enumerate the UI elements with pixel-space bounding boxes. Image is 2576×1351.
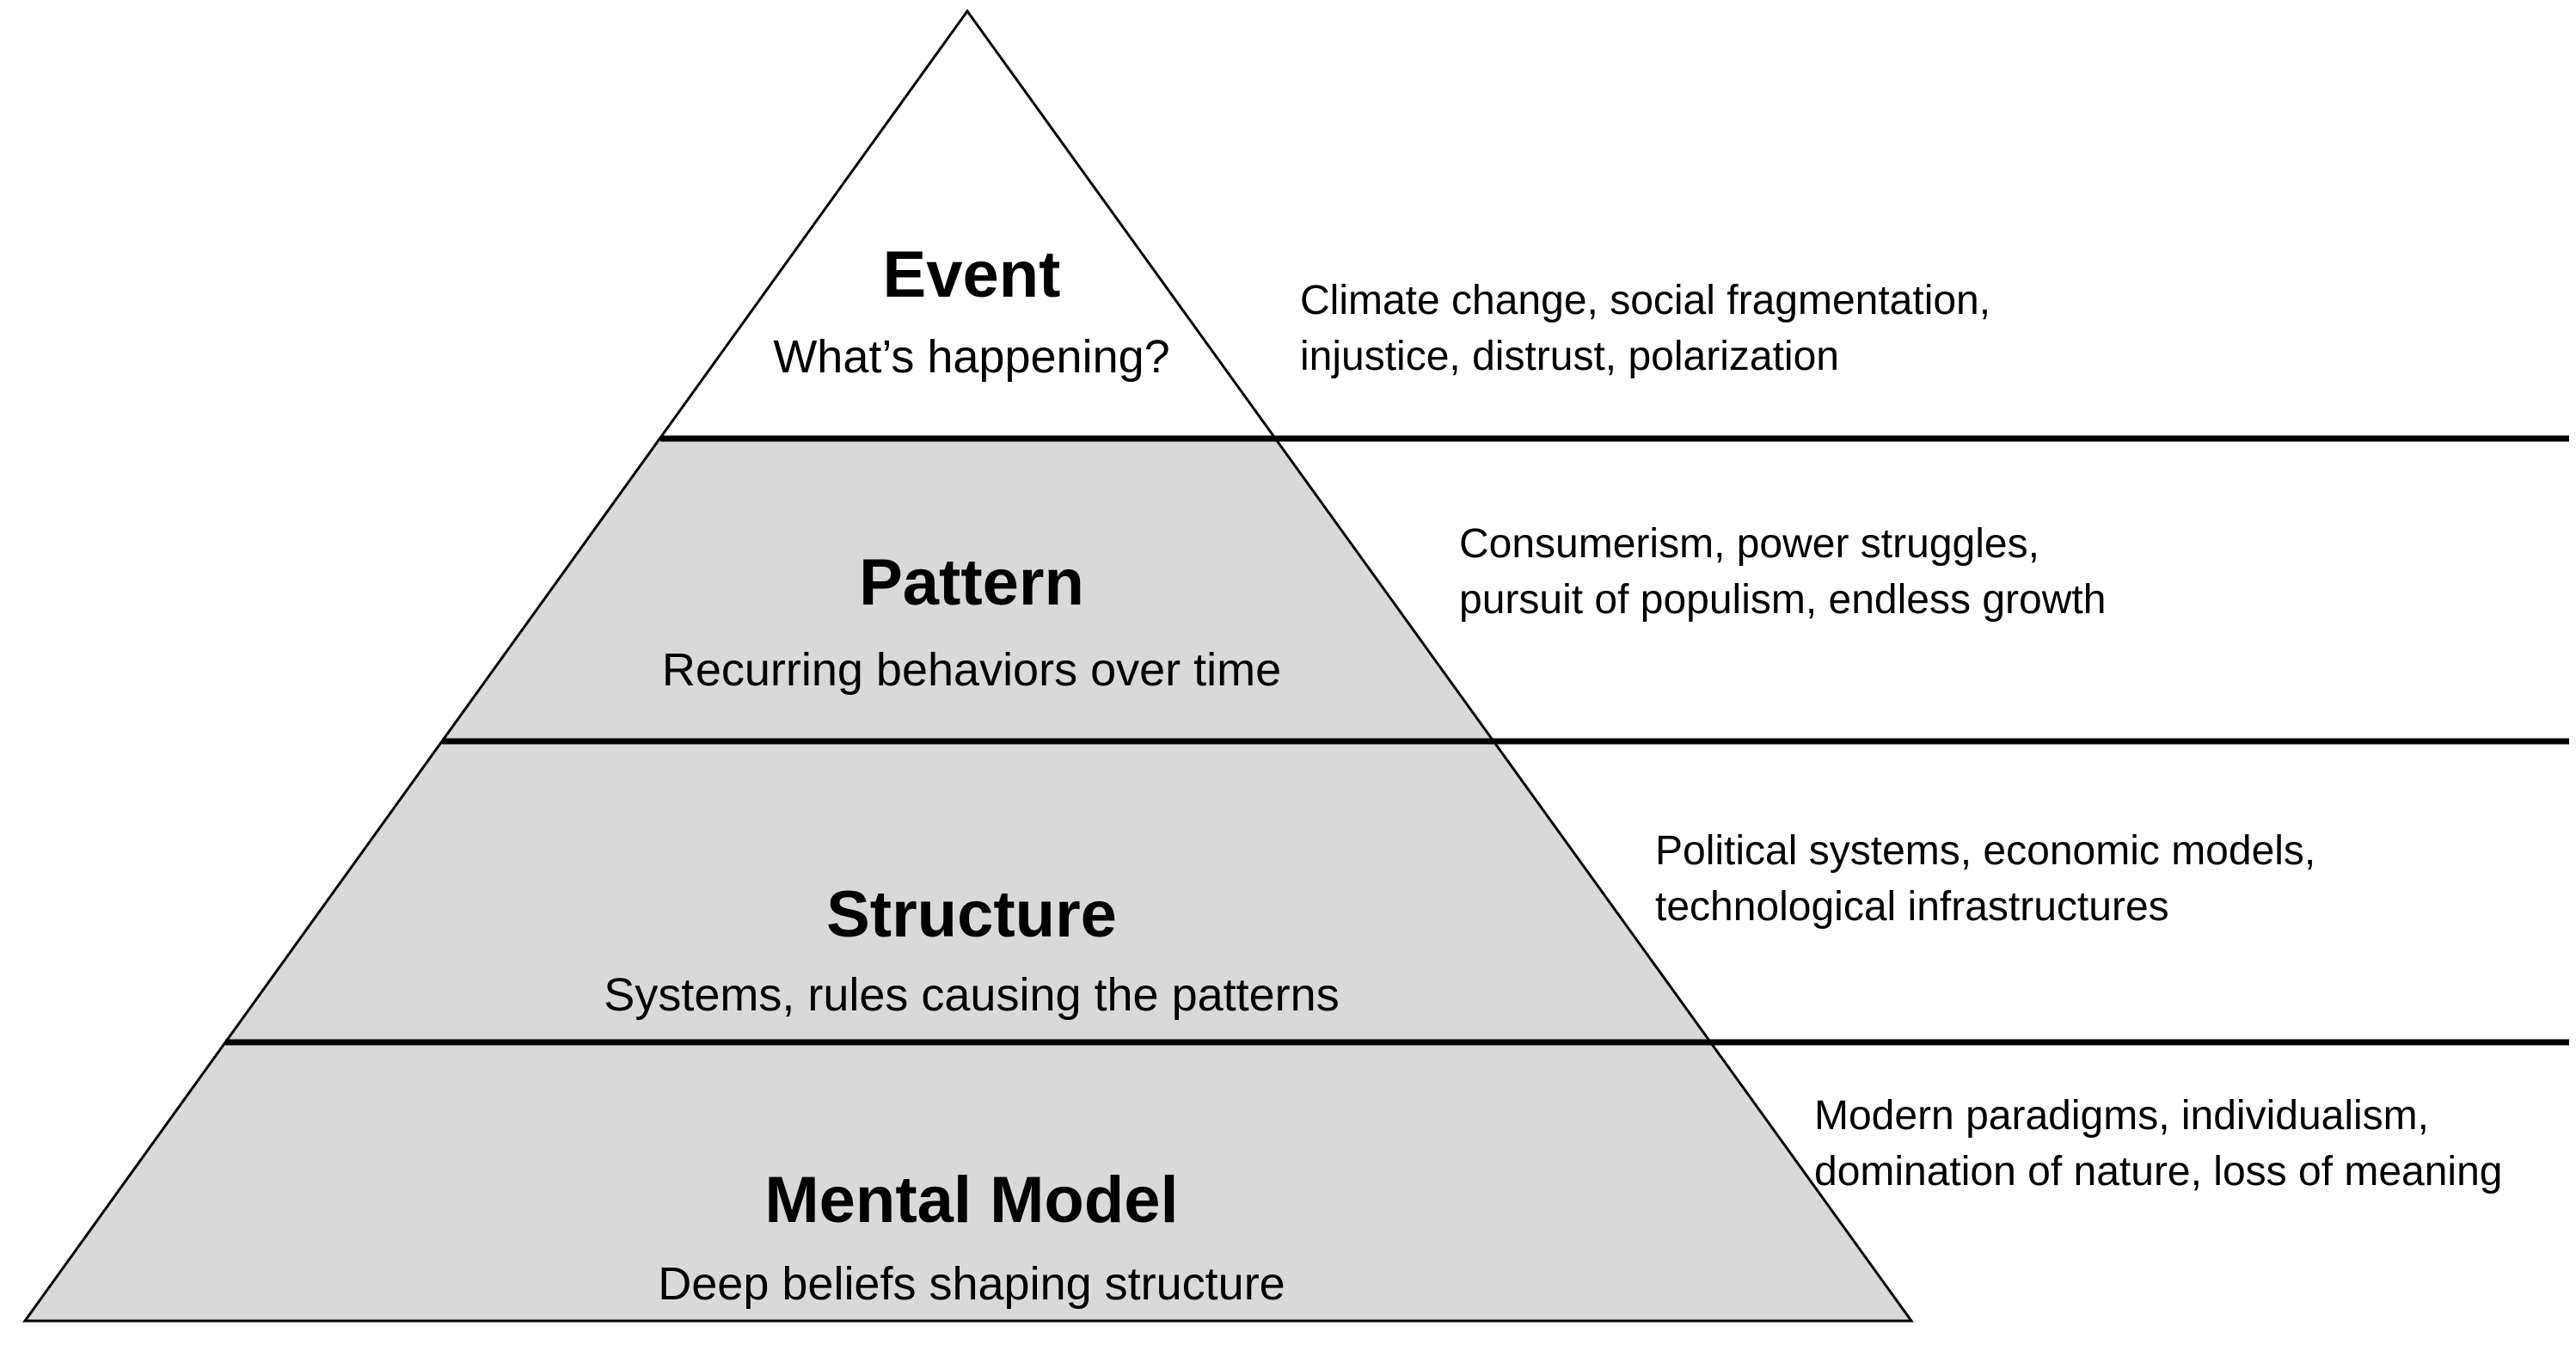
structure-subtitle: Systems, rules causing the patterns: [604, 969, 1339, 1021]
pyramid-outline: [22, 9, 1914, 1323]
structure-title: Structure: [826, 878, 1117, 951]
mental-model-subtitle: Deep beliefs shaping structure: [658, 1258, 1285, 1310]
pattern-subtitle: Recurring behaviors over time: [662, 644, 1281, 696]
pattern-annotation-line2: pursuit of populism, endless growth: [1459, 577, 2106, 623]
mental-model-title: Mental Model: [764, 1164, 1178, 1237]
level-band-pattern: [442, 439, 1493, 741]
event-annotation-line2: injustice, distrust, polarization: [1300, 334, 1839, 379]
level-band-mental-model: [25, 1042, 1911, 1321]
structure-annotation-line1: Political systems, economic models,: [1655, 828, 2315, 874]
mental-model-annotation-line2: domination of nature, loss of meaning: [1814, 1149, 2502, 1194]
pattern-title: Pattern: [859, 546, 1084, 619]
event-title: Event: [883, 238, 1061, 311]
event-annotation-line1: Climate change, social fragmentation,: [1300, 278, 1990, 323]
pattern-annotation-line1: Consumerism, power struggles,: [1459, 521, 2039, 567]
divider-lines: [225, 435, 2569, 1046]
level-band-event: [660, 11, 1276, 439]
event-subtitle: What’s happening?: [773, 331, 1169, 383]
mental-model-annotation-line1: Modern paradigms, individualism,: [1814, 1093, 2429, 1139]
pyramid-bands: [25, 11, 1911, 1321]
structure-annotation-line2: technological infrastructures: [1655, 884, 2169, 930]
level-band-structure: [225, 741, 1711, 1042]
